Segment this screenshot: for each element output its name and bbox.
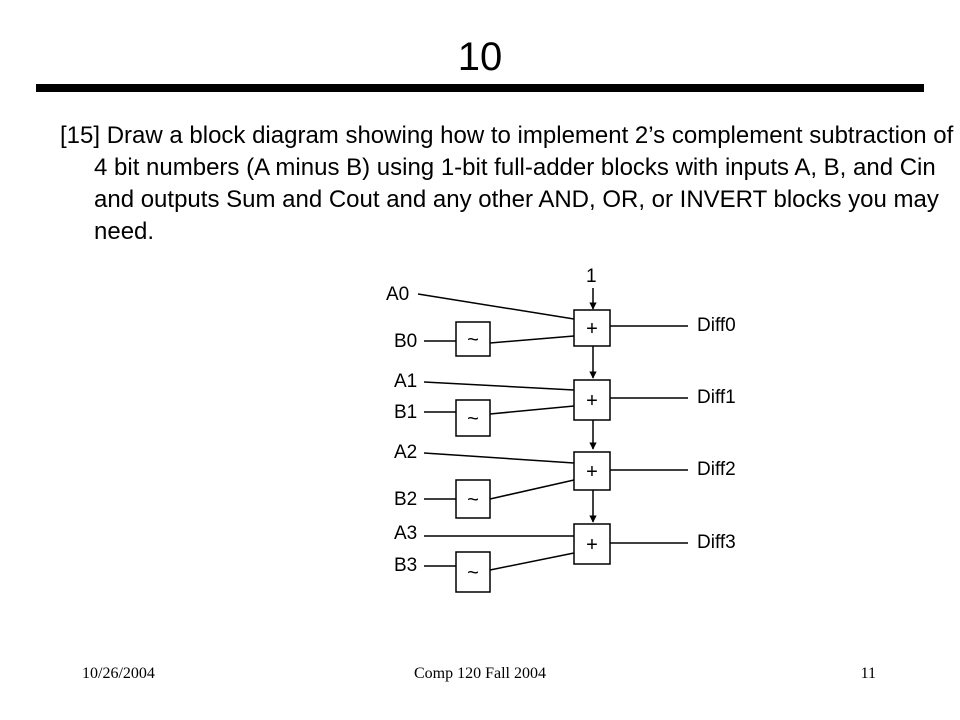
footer-date: 10/26/2004: [82, 665, 155, 682]
inverter-0-out-wire: [489, 335, 575, 344]
input-b2-label: B2: [394, 489, 417, 510]
inverter-1-box: [455, 399, 491, 437]
input-b3-label: B3: [394, 555, 417, 576]
adder-1-symbol: +: [586, 390, 598, 412]
stage-0: A0 B0 ~ + Diff0: [386, 284, 736, 357]
inverter-1-out-wire: [489, 405, 575, 415]
stage-1: A1 B1 ~ + Diff1: [394, 371, 736, 437]
output-diff0-label: Diff0: [697, 315, 736, 336]
stage-2: A2 B2 ~ + Diff2: [394, 442, 736, 519]
adder-3-box: [573, 523, 611, 565]
input-a2-label: A2: [394, 442, 417, 463]
footer-course: Comp 120 Fall 2004: [413, 665, 546, 682]
footer-page-number: 11: [860, 665, 876, 682]
inverter-3-box: [455, 551, 491, 593]
output-diff3-label: Diff3: [697, 532, 736, 553]
title-rule: [36, 84, 924, 92]
carry-in-label: 1: [586, 266, 597, 287]
question-text: [15] Draw a block diagram showing how to…: [60, 122, 954, 245]
inverter-0-box: [455, 321, 491, 357]
input-b0-label: B0: [394, 331, 417, 352]
adder-3-symbol: +: [586, 534, 598, 556]
input-b1-label: B1: [394, 402, 417, 423]
inverter-0-symbol: ~: [467, 329, 479, 351]
output-diff2-label: Diff2: [697, 459, 736, 480]
inverter-3-out-wire: [489, 552, 575, 571]
inverter-3-symbol: ~: [467, 562, 479, 584]
slide-title: 10: [457, 35, 503, 79]
a1-wire: [423, 381, 575, 391]
inverter-2-symbol: ~: [467, 489, 479, 511]
stage-3: A3 B3 ~ + Diff3: [394, 523, 736, 593]
output-diff1-label: Diff1: [697, 387, 736, 408]
input-a0-label: A0: [386, 284, 409, 305]
adder-1-box: [573, 379, 611, 421]
adder-0-symbol: +: [586, 318, 598, 340]
adder-0-box: [573, 309, 611, 347]
input-a1-label: A1: [394, 371, 417, 392]
adder-2-symbol: +: [586, 461, 598, 483]
inverter-1-symbol: ~: [467, 408, 479, 430]
inverter-2-out-wire: [489, 479, 575, 500]
adder-2-box: [573, 451, 611, 491]
a0-wire: [417, 293, 575, 320]
input-a3-label: A3: [394, 523, 417, 544]
a2-wire: [423, 452, 575, 464]
inverter-2-box: [455, 479, 491, 519]
